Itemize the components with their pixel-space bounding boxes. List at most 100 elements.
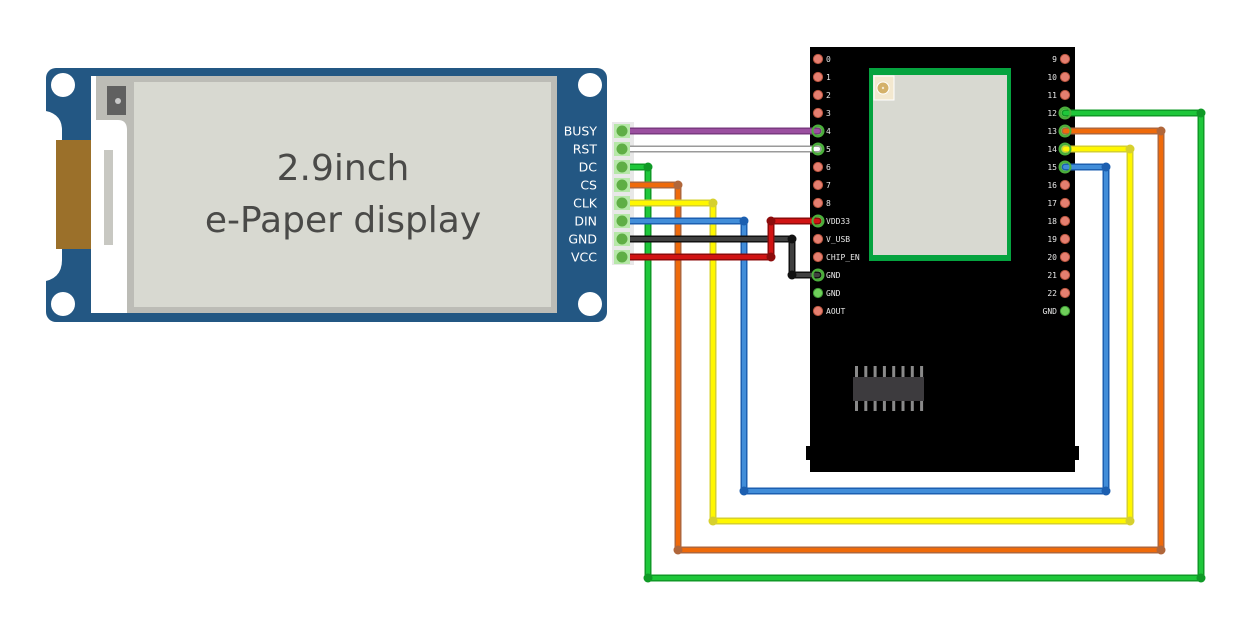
mcu-pin-right-19[interactable]	[1059, 233, 1071, 245]
mcu-pin-left-aout[interactable]	[812, 305, 824, 317]
mcu-pin-label: 7	[826, 181, 831, 190]
mcu-pin-label: 18	[1047, 217, 1057, 226]
wire-vcc[interactable]	[618, 214, 825, 262]
mcu-pin-right-11[interactable]	[1059, 89, 1071, 101]
mcu-pin-label: 11	[1047, 91, 1057, 100]
mcu-pin-right-10[interactable]	[1059, 71, 1071, 83]
wire-bendpoint[interactable]	[708, 516, 718, 526]
mcu-pin-label: 22	[1047, 289, 1057, 298]
mcu-pin-label: 3	[826, 109, 831, 118]
mcu-pin-label: CHIP_EN	[826, 253, 860, 262]
mcu-pin-right-22[interactable]	[1059, 287, 1071, 299]
mcu-pin-left-1[interactable]	[812, 71, 824, 83]
wire-endpoint	[1058, 142, 1072, 156]
wire-bendpoint[interactable]	[1101, 486, 1111, 496]
header-pin-vcc[interactable]	[616, 251, 628, 263]
wire-bendpoint[interactable]	[1196, 108, 1206, 118]
mcu-pin-left-0[interactable]	[812, 53, 824, 65]
header-pin-busy[interactable]	[616, 125, 628, 137]
antenna-connector-center	[881, 86, 885, 90]
header-pin-dc[interactable]	[616, 161, 628, 173]
mcu-pin-left-3[interactable]	[812, 107, 824, 119]
wire-bendpoint[interactable]	[643, 573, 653, 583]
mcu-pin-right-21[interactable]	[1059, 269, 1071, 281]
wire-bendpoint[interactable]	[673, 545, 683, 555]
mcu-pin-right-18[interactable]	[1059, 215, 1071, 227]
ribbon-cable	[56, 140, 92, 249]
header-pin-clk[interactable]	[616, 197, 628, 209]
pin-header-strip	[612, 122, 634, 265]
wifi-module-can	[873, 75, 1007, 255]
mounting-hole	[51, 73, 75, 97]
header-label-din: DIN	[574, 214, 597, 229]
header-pin-din[interactable]	[616, 215, 628, 227]
header-pin-gnd[interactable]	[616, 233, 628, 245]
wire-bendpoint[interactable]	[1156, 126, 1166, 136]
mounting-hole	[51, 292, 75, 316]
wire-gnd[interactable]	[618, 234, 825, 282]
wire-bendpoint[interactable]	[739, 216, 749, 226]
mcu-pin-right-17[interactable]	[1059, 197, 1071, 209]
mcu-pin-left-gnd[interactable]	[812, 287, 824, 299]
header-pin-rst[interactable]	[616, 143, 628, 155]
mcu-pin-right-gnd[interactable]	[1059, 305, 1071, 317]
wire-endpoint	[811, 124, 825, 138]
ic-pin	[901, 401, 905, 411]
mcu-pin-label: 21	[1047, 271, 1057, 280]
header-label-gnd: GND	[568, 232, 597, 247]
wire-bendpoint[interactable]	[708, 198, 718, 208]
mcu-pin-right-16[interactable]	[1059, 179, 1071, 191]
wire-bendpoint[interactable]	[1156, 545, 1166, 555]
ic-pin	[920, 401, 924, 411]
wire-cs[interactable]	[618, 124, 1166, 555]
wire-bendpoint[interactable]	[673, 180, 683, 190]
screen-title-line2: e-Paper display	[205, 200, 481, 241]
wire-din[interactable]	[618, 160, 1111, 496]
mcu-pin-label: GND	[826, 271, 841, 280]
mcu-pin-left-chip_en[interactable]	[812, 251, 824, 263]
mcu-pin-left-6[interactable]	[812, 161, 824, 173]
mcu-pin-right-20[interactable]	[1059, 251, 1071, 263]
ic-pin	[910, 401, 914, 411]
wire-dc[interactable]	[618, 106, 1206, 583]
mcu-pin-label: V_USB	[826, 235, 850, 244]
wire-bendpoint[interactable]	[766, 252, 776, 262]
wire-clk[interactable]	[618, 142, 1135, 526]
wire-bendpoint[interactable]	[739, 486, 749, 496]
wire-bendpoint[interactable]	[1196, 573, 1206, 583]
wire-rst[interactable]	[618, 142, 825, 156]
wire-bendpoint[interactable]	[1101, 162, 1111, 172]
screen-title-line1: 2.9inch	[277, 148, 410, 189]
ic-pin	[882, 401, 886, 411]
mcu-pin-label: 20	[1047, 253, 1057, 262]
mcu-pin-label: GND	[826, 289, 841, 298]
wire-bendpoint[interactable]	[643, 162, 653, 172]
wire-bendpoint[interactable]	[1125, 516, 1135, 526]
mcu-pin-label: 0	[826, 55, 831, 64]
mcu-pin-label: 10	[1047, 73, 1057, 82]
mcu-pin-label: 6	[826, 163, 831, 172]
mcu-pin-label: 8	[826, 199, 831, 208]
header-pin-cs[interactable]	[616, 179, 628, 191]
mcu-pin-label: 13	[1047, 127, 1057, 136]
mcu-pin-left-v_usb[interactable]	[812, 233, 824, 245]
wire-busy[interactable]	[618, 124, 825, 138]
fpc-connector-dot	[115, 98, 121, 104]
ic-pin	[873, 401, 877, 411]
ic-pin	[892, 401, 896, 411]
wire-bendpoint[interactable]	[787, 270, 797, 280]
mcu-pin-left-7[interactable]	[812, 179, 824, 191]
mcu-pin-label: VDD33	[826, 217, 850, 226]
wire-bendpoint[interactable]	[1125, 144, 1135, 154]
wire-bendpoint[interactable]	[766, 216, 776, 226]
mcu-pin-right-9[interactable]	[1059, 53, 1071, 65]
mcu-board: 012345678VDD33V_USBCHIP_ENGNDGNDAOUT9101…	[806, 47, 1079, 472]
mcu-pin-label: 14	[1047, 145, 1057, 154]
mcu-pin-left-8[interactable]	[812, 197, 824, 209]
wire-endpoint	[1058, 106, 1072, 120]
wire-bendpoint[interactable]	[787, 234, 797, 244]
mounting-hole	[578, 73, 602, 97]
mcu-pin-label: 2	[826, 91, 831, 100]
mcu-pin-left-2[interactable]	[812, 89, 824, 101]
